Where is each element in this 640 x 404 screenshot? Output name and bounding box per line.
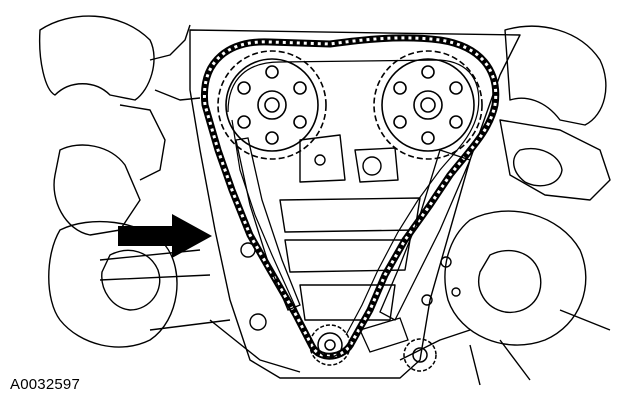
engine-block-outline <box>38 15 611 386</box>
crankshaft-sprocket <box>309 324 437 372</box>
left-camshaft-sprocket <box>217 50 327 160</box>
chain-guide <box>235 137 471 353</box>
figure-id-label: A0032597 <box>10 376 81 393</box>
timing-chain <box>200 34 500 360</box>
arrow-right-icon <box>118 214 212 258</box>
right-camshaft-sprocket <box>373 50 483 160</box>
